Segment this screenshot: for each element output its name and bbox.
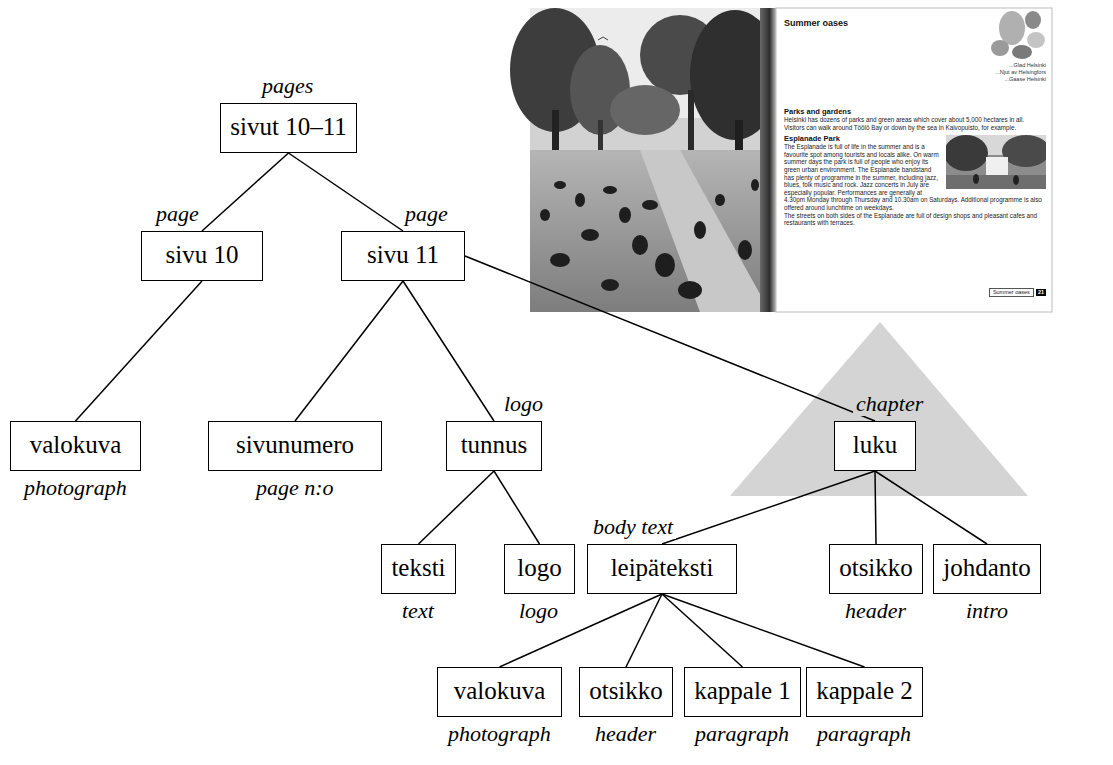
box-label: otsikko (589, 677, 663, 704)
tree-branch (202, 153, 289, 231)
logo-caption: ...Gaase Helsinki (950, 76, 1046, 83)
tree-box: leipätekstibody text (587, 544, 737, 594)
tree-branch (465, 256, 875, 421)
box-label: leipäteksti (611, 554, 714, 581)
box-label: valokuva (30, 431, 122, 458)
spine (760, 8, 776, 312)
tree-box: valokuvaphotograph (10, 421, 141, 471)
tree-box: johdantointro (933, 544, 1041, 594)
english-gloss: header (592, 722, 659, 746)
box-label: sivut 10–11 (230, 113, 346, 140)
tree-box: lukuchapter (834, 421, 916, 471)
body-paragraph: The streets on both sides of the Esplana… (784, 212, 1046, 227)
tree-box: sivunumeropage n:o (208, 421, 382, 471)
tree-branch (295, 281, 403, 421)
tree-box: sivu 11page (341, 231, 465, 281)
tree-branch (494, 471, 540, 544)
english-gloss: photograph (445, 722, 554, 746)
english-gloss: paragraph (692, 722, 792, 746)
english-gloss: chapter (853, 392, 926, 416)
tree-box: otsikkoheader (579, 667, 673, 717)
section-heading: Parks and gardens (784, 107, 1046, 116)
box-label: kappale 1 (694, 677, 790, 704)
inset-photo-image (946, 135, 1046, 189)
logo-circles (991, 11, 1045, 59)
english-gloss: photograph (21, 476, 130, 500)
scope-triangle (730, 322, 1028, 496)
inset-photo (946, 135, 1046, 189)
tree-box: valokuvaphotograph (437, 667, 562, 717)
english-gloss: logo (501, 392, 546, 416)
tree-box: kappale 1paragraph (684, 667, 801, 717)
section-heading: Esplanade Park (784, 134, 1046, 143)
tree-box: sivut 10–11pages (220, 103, 357, 153)
box-label: tunnus (461, 431, 528, 458)
tree-branch (662, 471, 875, 544)
box-label: valokuva (454, 677, 546, 704)
box-label: johdanto (943, 554, 1031, 581)
magazine-spread (510, 8, 1052, 312)
body-paragraph: Helsinki has dozens of parks and green a… (784, 116, 1046, 131)
box-label: luku (853, 431, 897, 458)
tree-box: kappale 2paragraph (806, 667, 923, 717)
running-footer: Summer oases (989, 288, 1034, 297)
page-footer: Summer oases21 (989, 288, 1046, 297)
box-label: sivu 11 (367, 241, 439, 268)
logo-caption: ...Glad Helsinki (950, 62, 1046, 69)
tree-box: logologo (504, 544, 575, 594)
english-gloss: text (399, 599, 437, 623)
tree-box: tunnuslogo (446, 421, 542, 471)
box-label: kappale 2 (816, 677, 912, 704)
logo-caption: ...Njut av Helsingfors (950, 69, 1046, 76)
english-gloss: page n:o (253, 476, 337, 500)
english-gloss: pages (259, 74, 316, 98)
tree-branch (289, 153, 404, 231)
english-gloss: page (402, 202, 451, 226)
tree-branch (403, 281, 494, 421)
english-gloss: body text (590, 515, 676, 539)
english-gloss: paragraph (814, 722, 914, 746)
english-gloss: intro (963, 599, 1011, 623)
text-column: Parks and gardensHelsinki has dozens of … (784, 104, 1046, 227)
box-label: sivu 10 (166, 241, 239, 268)
tree-box: otsikkoheader (829, 544, 923, 594)
box-label: logo (517, 554, 561, 581)
box-label: teksti (391, 554, 445, 581)
tree-box: tekstitext (381, 544, 456, 594)
tree-branch (875, 471, 876, 544)
english-gloss: logo (516, 599, 561, 623)
tree-branch (662, 594, 743, 667)
body-paragraph: The Esplanade is full of life in the sum… (784, 143, 1046, 211)
english-gloss: page (153, 202, 202, 226)
people (540, 179, 759, 299)
box-label: otsikko (839, 554, 913, 581)
english-gloss: header (842, 599, 909, 623)
tree-branch (419, 471, 495, 544)
tree-branch (875, 471, 987, 544)
tree-branch (500, 594, 663, 667)
tree-branch (662, 594, 865, 667)
text-page (776, 8, 1052, 312)
page-number: 21 (1036, 289, 1046, 296)
tree-box: sivu 10page (141, 231, 263, 281)
box-label: sivunumero (236, 431, 354, 458)
grass (530, 150, 772, 312)
page-title: Summer oases (784, 18, 848, 28)
tree-branch (626, 594, 662, 667)
tree-branch (76, 281, 203, 421)
